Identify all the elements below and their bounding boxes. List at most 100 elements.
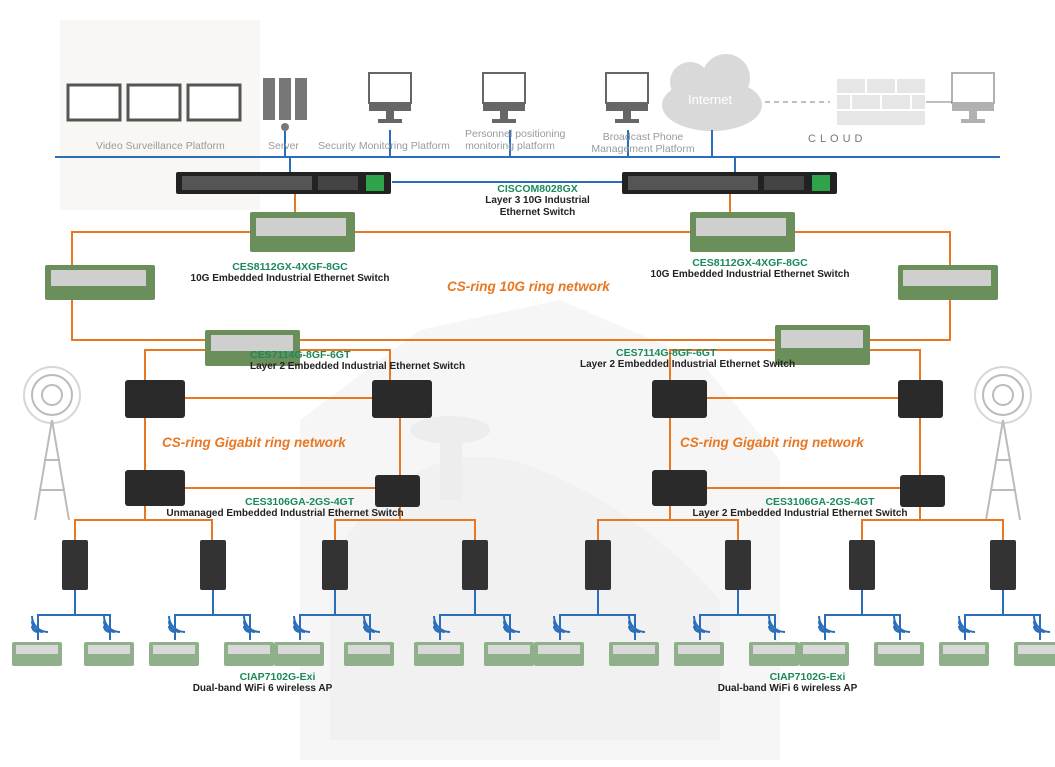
core-switch-desc-line1: Layer 3 10G Industrial	[485, 195, 590, 206]
wireless-ap-9[interactable]	[534, 615, 584, 666]
wireless-ap-1[interactable]	[12, 615, 62, 666]
switch-10g-right-desc: 10G Embedded Industrial Ethernet Switch	[650, 269, 850, 280]
label-personnel-line1: Personnel positioning	[465, 128, 566, 140]
access-left-label: CES3106GA-2GS-4GT Unmanaged Embedded Ind…	[155, 496, 415, 520]
ap-port-icon	[153, 645, 195, 654]
wireless-ap-2[interactable]	[84, 615, 134, 666]
wireless-ap-3[interactable]	[149, 615, 199, 666]
ap-port-icon	[16, 645, 58, 654]
ap-right-label: CIAP7102G-Exi Dual-band WiFi 6 wireless …	[705, 671, 870, 695]
switch-10g-right-model: CES8112GX-4XGF-8GC	[692, 257, 808, 269]
switch-10g-top-right[interactable]	[690, 212, 795, 252]
core-switch-label: CISCOM8028GX Layer 3 10G Industrial Ethe…	[470, 183, 605, 219]
ap-port-icon	[278, 645, 320, 654]
wifi-icon	[168, 615, 186, 633]
wireless-ap-16[interactable]	[1014, 615, 1055, 666]
wireless-ap-12[interactable]	[749, 615, 799, 666]
access-left-model: CES3106GA-2GS-4GT	[245, 496, 355, 508]
wifi-icon	[363, 615, 381, 633]
switch-10g-right-label: CES8112GX-4XGF-8GC 10G Embedded Industri…	[645, 257, 855, 281]
label-broadcast-line2: Management Platform	[591, 143, 695, 155]
switch-10g-side-right[interactable]	[898, 265, 998, 300]
layer2-right-desc: Layer 2 Embedded Industrial Ethernet Swi…	[580, 359, 796, 370]
wifi-icon	[628, 615, 646, 633]
label-security-platform: Security Monitoring Platform	[318, 140, 450, 152]
wifi-icon	[1033, 615, 1051, 633]
ap-port-icon	[228, 645, 270, 654]
wifi-icon	[433, 625, 441, 633]
wireless-ap-6[interactable]	[344, 615, 394, 666]
core-switch-desc-line2: Ethernet Switch	[499, 207, 576, 218]
wifi-icon	[818, 625, 826, 633]
wireless-ap-8[interactable]	[484, 615, 534, 666]
firewall-icon	[835, 77, 927, 127]
switch-10g-top-left[interactable]	[250, 212, 355, 252]
wifi-icon	[693, 625, 701, 633]
wifi-icon	[958, 625, 966, 633]
monitor-security-icon	[368, 72, 412, 123]
ap-port-icon	[418, 645, 460, 654]
wifi-icon	[243, 625, 251, 633]
monitor-cloud-icon	[951, 72, 995, 123]
ap-port-icon	[803, 645, 845, 654]
wireless-ap-4[interactable]	[224, 615, 274, 666]
wifi-icon	[363, 625, 371, 633]
wireless-ap-13[interactable]	[799, 615, 849, 666]
wifi-icon	[553, 615, 571, 633]
layer2-right-label: CES7114G-8GF-6GT Layer 2 Embedded Indust…	[580, 347, 795, 371]
label-video-platform: Video Surveillance Platform	[96, 140, 225, 152]
core-switch-model: CISCOM8028GX	[497, 183, 578, 195]
internet-cloud-icon	[662, 54, 762, 131]
label-broadcast-platform: Broadcast Phone Management Platform	[588, 131, 698, 155]
access-left-desc: Unmanaged Embedded Industrial Ethernet S…	[166, 508, 404, 519]
switch-10g-left-model: CES8112GX-4XGF-8GC	[232, 261, 348, 273]
ap-port-icon	[1018, 645, 1055, 654]
wifi-icon	[958, 615, 976, 633]
label-internet: Internet	[688, 92, 733, 107]
ap-right-model: CIAP7102G-Exi	[769, 671, 846, 683]
wifi-icon	[693, 615, 711, 633]
radio-tower-left-icon	[23, 366, 81, 521]
gigabit-switch-nodes[interactable]	[125, 380, 945, 507]
wireless-ap-5[interactable]	[274, 615, 324, 666]
switch-10g-left-label: CES8112GX-4XGF-8GC 10G Embedded Industri…	[185, 261, 395, 285]
wifi-icon	[503, 625, 511, 633]
switch-10g-side-left[interactable]	[45, 265, 155, 300]
label-cloud: CLOUD	[808, 133, 867, 145]
ap-left-label: CIAP7102G-Exi Dual-band WiFi 6 wireless …	[180, 671, 345, 695]
ap-port-icon	[678, 645, 720, 654]
wifi-icon	[293, 625, 301, 633]
wifi-icon	[893, 615, 911, 633]
wireless-ap-11[interactable]	[674, 615, 724, 666]
wifi-icon	[768, 625, 776, 633]
ap-port-icon	[878, 645, 920, 654]
ring-gigabit-right-label: CS-ring Gigabit ring network	[680, 435, 864, 450]
access-right-model: CES3106GA-2GS-4GT	[765, 496, 875, 508]
ring-10g-links	[71, 194, 951, 341]
ap-port-icon	[613, 645, 655, 654]
wireless-ap-10[interactable]	[609, 615, 659, 666]
access-right-label: CES3106GA-2GS-4GT Layer 2 Embedded Indus…	[680, 496, 920, 520]
switch-layer2-left[interactable]	[205, 330, 300, 366]
layer2-left-model: CES7114G-8GF-6GT	[250, 349, 351, 361]
wireless-ap-14[interactable]	[874, 615, 924, 666]
ring-10g-label: CS-ring 10G ring network	[447, 279, 610, 294]
label-personnel-line2: monitoring platform	[465, 140, 555, 152]
wifi-icon	[31, 615, 49, 633]
switch-layer2-right[interactable]	[775, 325, 870, 365]
wireless-ap-group	[12, 615, 1055, 666]
video-wall-icon	[66, 83, 242, 122]
access-right-desc: Layer 2 Embedded Industrial Ethernet Swi…	[692, 508, 908, 519]
core-switch-right[interactable]	[622, 172, 837, 194]
wireless-ap-15[interactable]	[939, 615, 989, 666]
label-broadcast-line1: Broadcast Phone	[602, 131, 684, 143]
wifi-icon	[818, 615, 836, 633]
wifi-icon	[103, 625, 111, 633]
wifi-icon	[293, 615, 311, 633]
wifi-icon	[31, 625, 39, 633]
media-converters[interactable]	[62, 540, 1016, 590]
wireless-ap-7[interactable]	[414, 615, 464, 666]
core-switch-left[interactable]	[176, 172, 391, 194]
wifi-icon	[553, 625, 561, 633]
wifi-icon	[1033, 625, 1041, 633]
